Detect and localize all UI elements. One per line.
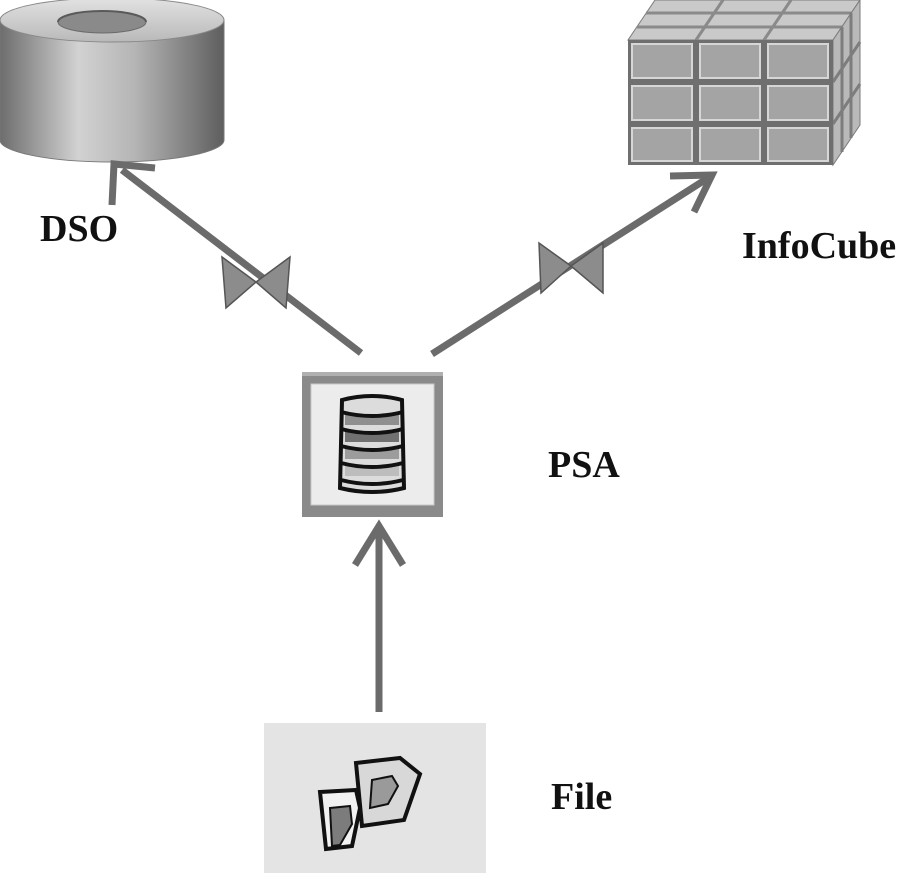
file-label: File <box>551 776 613 818</box>
transformation-icon-infocube <box>538 241 604 295</box>
infocube-cube-icon <box>627 0 862 167</box>
edge-file-to-psa <box>352 519 406 712</box>
infocube-label: InfoCube <box>742 225 897 267</box>
dso-label: DSO <box>40 208 119 250</box>
edge-psa-to-dso <box>108 160 364 356</box>
file-source-icon <box>264 723 486 873</box>
psa-label: PSA <box>548 444 620 486</box>
dso-cylinder-icon <box>0 0 225 163</box>
transformation-icon-dso <box>221 255 291 310</box>
psa-database-icon <box>302 372 443 517</box>
